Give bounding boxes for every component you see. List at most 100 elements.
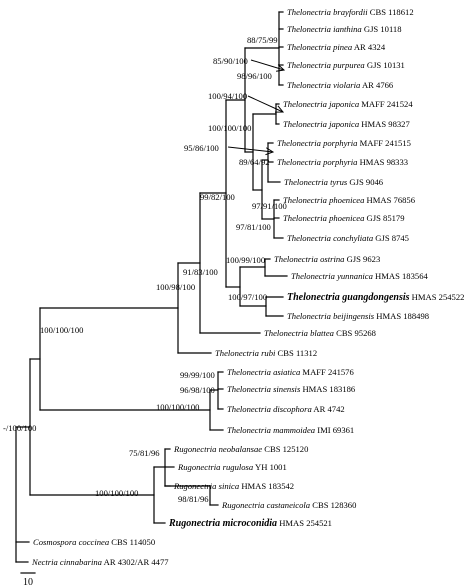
arrow-head [265, 147, 275, 156]
taxon-voucher: CBS 128360 [310, 500, 356, 510]
support-arrow [247, 95, 285, 113]
support-value: 88/75/99 [247, 35, 278, 45]
taxon-voucher: GJS 85179 [364, 213, 404, 223]
taxon-voucher: CBS 95268 [334, 328, 376, 338]
support-value: 99/82/100 [200, 192, 235, 202]
taxon-voucher: GJS 9623 [344, 254, 380, 264]
taxon-label: Thelonectria conchyliata GJS 8745 [287, 233, 409, 243]
support-arrows [227, 59, 286, 156]
taxon-label: Thelonectria tyrus GJS 9046 [284, 177, 384, 187]
support-value: 100/100/100 [95, 488, 138, 498]
taxon-label: Rugonectria rugulosa YH 1001 [177, 462, 287, 472]
taxon-voucher: GJS 10131 [365, 60, 405, 70]
support-value: 100/99/100 [226, 255, 265, 265]
support-values: 88/75/99 85/90/100 98/96/100 100/94/100 100/… [3, 35, 287, 504]
taxon-name: Thelonectria violaria [287, 80, 360, 90]
support-value: 100/100/100 [156, 402, 199, 412]
scale-bar: 10 [20, 572, 36, 588]
taxon-label: Thelonectria beijingensis HMAS 188498 [287, 311, 429, 321]
taxon-label: Rugonectria microconidia HMAS 254521 [168, 518, 332, 529]
taxon-name: Thelonectria pinea [287, 42, 352, 52]
support-value: 98/81/96 [178, 494, 209, 504]
taxon-name: Thelonectria asiatica [227, 367, 300, 377]
taxon-name: Thelonectria japonica [283, 99, 359, 109]
taxon-voucher: AR 4302/AR 4477 [102, 557, 169, 567]
taxon-label: Nectria cinnabarina AR 4302/AR 4477 [31, 557, 169, 567]
support-arrow [227, 146, 275, 156]
support-value: 85/90/100 [213, 56, 248, 66]
taxon-name: Thelonectria guangdongensis [287, 292, 410, 303]
taxon-label: Thelonectria purpurea GJS 10131 [287, 60, 405, 70]
tree-branches [15, 11, 288, 563]
taxon-voucher: GJS 8745 [373, 233, 409, 243]
support-value: 91/83/100 [183, 267, 218, 277]
taxon-label: Thelonectria phoenicea GJS 85179 [283, 213, 405, 223]
taxon-name: Rugonectria microconidia [168, 518, 277, 529]
support-value: 100/100/100 [208, 123, 251, 133]
taxon-label: Thelonectria mammoidea IMI 69361 [227, 425, 354, 435]
taxon-label: Cosmospora coccinea CBS 114050 [33, 537, 155, 547]
taxon-name: Thelonectria beijingensis [287, 311, 375, 321]
support-value: 98/96/100 [237, 71, 272, 81]
taxon-name: Thelonectria porphyria [277, 138, 357, 148]
taxon-voucher: HMAS 183186 [300, 384, 356, 394]
taxon-voucher: CBS 114050 [109, 537, 155, 547]
taxon-label: Thelonectria blattea CBS 95268 [264, 328, 376, 338]
taxon-voucher: AR 4742 [312, 404, 345, 414]
taxon-voucher: HMAS 183564 [373, 271, 429, 281]
taxon-name: Thelonectria purpurea [287, 60, 365, 70]
taxon-name: Thelonectria tyrus [284, 177, 348, 187]
support-value: 100/100/100 [40, 325, 83, 335]
taxon-voucher: HMAS 76856 [364, 195, 415, 205]
support-value: 100/94/100 [208, 91, 247, 101]
taxon-voucher: CBS 125120 [262, 444, 308, 454]
support-arrow [250, 59, 286, 72]
taxon-name: Thelonectria ostrina [274, 254, 344, 264]
taxon-voucher: HMAS 188498 [374, 311, 429, 321]
taxon-name: Thelonectria brayfordii [287, 7, 368, 17]
taxon-label: Thelonectria porphyria HMAS 98333 [277, 157, 408, 167]
support-value: 100/98/100 [156, 282, 195, 292]
taxon-voucher: GJS 10118 [362, 24, 402, 34]
support-value: 99/99/100 [180, 370, 215, 380]
taxon-name: Thelonectria porphyria [277, 157, 357, 167]
taxon-name: Nectria cinnabarina [31, 557, 102, 567]
taxon-label: Thelonectria rubi CBS 11312 [215, 348, 317, 358]
taxon-voucher: HMAS 254522 [410, 292, 465, 302]
taxon-voucher: HMAS 254521 [277, 518, 332, 528]
taxon-label: Thelonectria pinea AR 4324 [287, 42, 386, 52]
taxon-label: Thelonectria guangdongensis HMAS 254522 [287, 292, 464, 303]
support-value: 75/81/96 [129, 448, 160, 458]
taxon-name: Rugonectria castaneicola [221, 500, 310, 510]
taxon-label: Thelonectria ianthina GJS 10118 [287, 24, 402, 34]
taxon-voucher: HMAS 98333 [357, 157, 408, 167]
taxon-label: Thelonectria asiatica MAFF 241576 [227, 367, 354, 377]
taxon-label: Thelonectria japonica MAFF 241524 [283, 99, 413, 109]
taxon-voucher: YH 1001 [253, 462, 287, 472]
taxon-voucher: CBS 118612 [368, 7, 414, 17]
taxon-name: Thelonectria conchyliata [287, 233, 373, 243]
arrow-shaft [247, 95, 284, 113]
taxon-voucher: MAFF 241515 [357, 138, 410, 148]
taxon-label: Thelonectria japonica HMAS 98327 [283, 119, 410, 129]
taxon-label: Thelonectria brayfordii CBS 118612 [287, 7, 414, 17]
taxon-voucher: AR 4766 [360, 80, 394, 90]
taxon-label: Thelonectria sinensis HMAS 183186 [227, 384, 356, 394]
arrow-shaft [250, 59, 285, 71]
taxon-name: Rugonectria rugulosa [177, 462, 253, 472]
taxon-label: Thelonectria discophora AR 4742 [227, 404, 345, 414]
taxon-name: Rugonectria sinica [173, 481, 239, 491]
taxon-name: Rugonectria neobalansae [173, 444, 262, 454]
taxon-name: Thelonectria ianthina [287, 24, 362, 34]
taxon-label: Thelonectria yunnanica HMAS 183564 [291, 271, 428, 281]
arrow-head [274, 105, 285, 113]
support-value: 89/64/92 [239, 157, 270, 167]
taxon-name: Thelonectria japonica [283, 119, 359, 129]
taxon-name: Thelonectria discophora [227, 404, 312, 414]
taxon-voucher: GJS 9046 [347, 177, 384, 187]
taxon-voucher: AR 4324 [352, 42, 386, 52]
support-value: 100/97/100 [228, 292, 267, 302]
taxon-label: Thelonectria porphyria MAFF 241515 [277, 138, 411, 148]
taxon-voucher: HMAS 98327 [359, 119, 410, 129]
